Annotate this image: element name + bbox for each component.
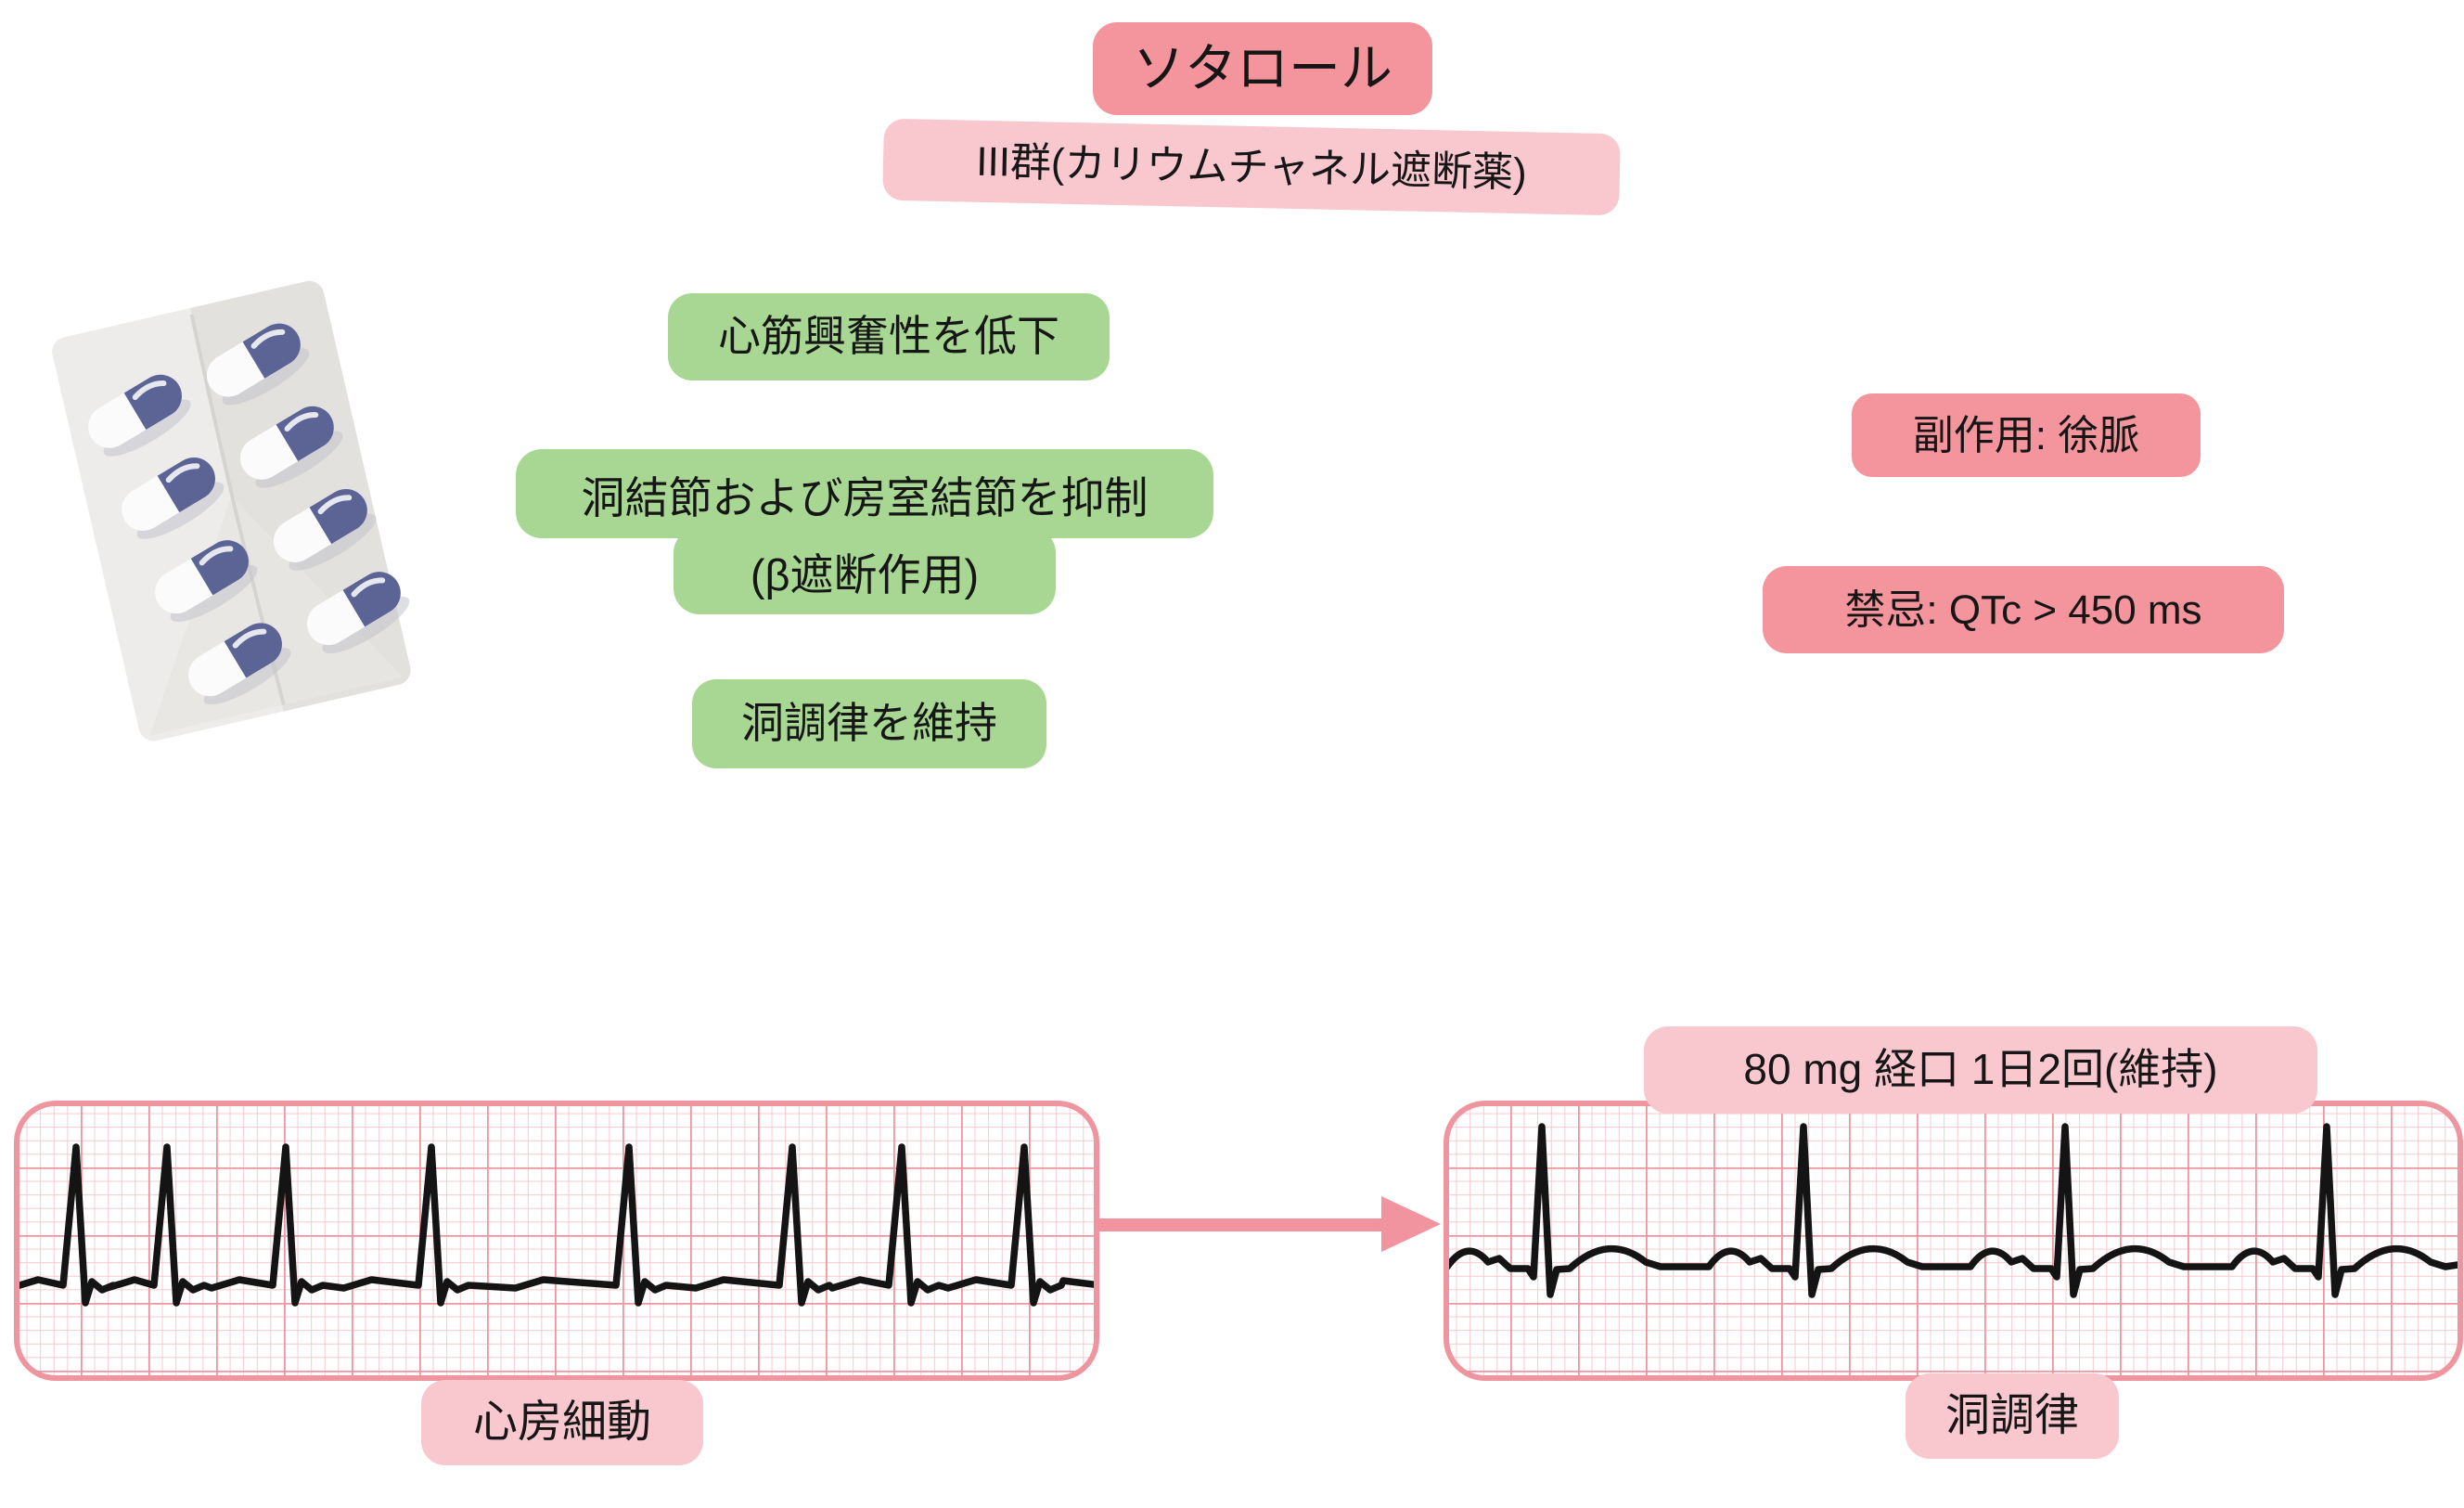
title-badge: ソタロール xyxy=(1093,22,1432,115)
ecg-strip-atrial-fibrillation xyxy=(13,1100,1100,1382)
effect-text-node-suppression-line1: 洞結節および房室結節を抑制 xyxy=(516,449,1213,538)
side-effect-text: 副作用: 徐脈 xyxy=(1912,412,2140,458)
ecg-grid xyxy=(14,1101,1099,1381)
effect-text-node-suppression-line2: (β遮断作用) xyxy=(674,527,1056,614)
pill-blister-pack-illustration xyxy=(9,277,427,754)
subtitle-badge: III群(カリウムチャネル遮断薬) xyxy=(882,118,1621,216)
ecg-grid xyxy=(1444,1101,2463,1381)
effect-badge-excitability: 心筋興奮性を低下 xyxy=(668,293,1110,380)
contraindication-badge: 禁忌: QTc > 450 ms xyxy=(1763,566,2284,653)
ecg-label-sinus-text: 洞調律 xyxy=(1944,1391,2079,1440)
capsules xyxy=(88,323,410,705)
effect-badge-sinus-maintain: 洞調律を維持 xyxy=(692,679,1046,768)
arrow-icon xyxy=(1099,1192,1452,1257)
effect-text-sinus-maintain: 洞調律を維持 xyxy=(741,699,997,748)
side-effect-badge: 副作用: 徐脈 xyxy=(1852,393,2201,477)
ecg-label-afib: 心房細動 xyxy=(421,1380,703,1465)
pill-pack-graphic xyxy=(52,280,411,741)
ecg-strip-sinus-rhythm xyxy=(1443,1100,2464,1382)
subtitle-text: III群(カリウムチャネル遮断薬) xyxy=(975,138,1528,196)
effect-text-excitability: 心筋興奮性を低下 xyxy=(718,312,1059,361)
contraindication-text: 禁忌: QTc > 450 ms xyxy=(1844,586,2202,633)
dose-badge: 80 mg 経口 1日2回(維持) xyxy=(1644,1026,2317,1114)
title-text: ソタロール xyxy=(1133,39,1392,97)
effect-badge-node-suppression: 洞結節および房室結節を抑制 (β遮断作用) xyxy=(516,449,1213,614)
ecg-label-afib-text: 心房細動 xyxy=(472,1398,651,1447)
ecg-label-sinus: 洞調律 xyxy=(1906,1373,2119,1459)
dose-text: 80 mg 経口 1日2回(維持) xyxy=(1743,1045,2218,1094)
